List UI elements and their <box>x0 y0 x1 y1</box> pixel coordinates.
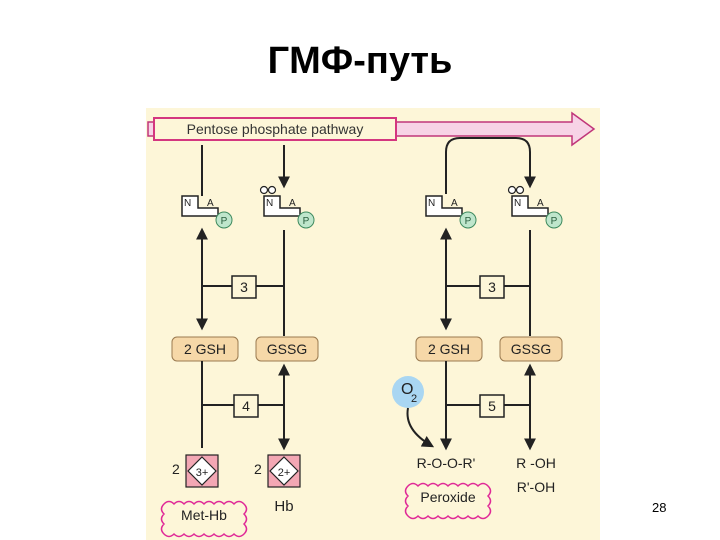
svg-text:3: 3 <box>488 279 496 295</box>
methb-heme: 2 3+ <box>172 454 219 488</box>
svg-text:GSSG: GSSG <box>511 341 551 357</box>
svg-text:2: 2 <box>254 461 262 477</box>
hb-heme: 2 2+ <box>254 454 301 488</box>
pathway-label-box <box>153 117 397 141</box>
svg-text:5: 5 <box>488 398 496 414</box>
gssg-box-right <box>499 336 563 362</box>
svg-text:P: P <box>551 216 558 227</box>
hb-label: Hb <box>274 498 293 515</box>
gsh-box-right <box>415 336 483 362</box>
rooR-label: R-O-O-R' <box>417 455 476 471</box>
svg-text:3: 3 <box>240 279 248 295</box>
svg-text:P: P <box>465 216 472 227</box>
nadp-oxidized-left: N A P <box>181 195 233 229</box>
peroxide-label: Peroxide <box>420 489 475 505</box>
oxygen-label: O <box>401 381 413 398</box>
enzyme-step-3-right <box>479 275 505 299</box>
oxygen-bubble <box>392 376 424 408</box>
enzyme-step-3-left <box>231 275 257 299</box>
svg-text:N: N <box>184 198 191 209</box>
svg-text:A: A <box>451 198 458 209</box>
svg-text:N: N <box>514 198 521 209</box>
svg-text:3+: 3+ <box>196 467 209 479</box>
svg-text:P: P <box>303 216 310 227</box>
svg-text:GSSG: GSSG <box>267 341 307 357</box>
enzyme-step-5-right <box>479 394 505 418</box>
nadph-reduced-left: N A P <box>259 185 315 229</box>
methb-wavy-frame <box>160 500 248 538</box>
nadp-oxidized-right: N A P <box>425 195 477 229</box>
svg-text:2 GSH: 2 GSH <box>428 341 470 357</box>
roh-label: R -OH <box>516 455 556 471</box>
svg-text:N: N <box>428 198 435 209</box>
svg-text:A: A <box>207 198 214 209</box>
page-number: 28 <box>652 500 667 515</box>
r2oh-label: R'-OH <box>517 479 555 495</box>
peroxide-wavy-frame <box>404 482 492 520</box>
methb-label: Met-Hb <box>181 507 227 523</box>
right-panel: N A P N A P 3 2 GSH GSSG 5 <box>392 137 563 520</box>
svg-text:4: 4 <box>242 398 250 414</box>
svg-text:P: P <box>221 216 228 227</box>
ppp-diagram: Pentose phosphate pathway N A P N A P 3 <box>146 108 600 540</box>
slide-title: ГМФ-путь <box>267 40 453 82</box>
diagram-panel: Pentose phosphate pathway N A P N A P 3 <box>146 108 600 540</box>
pathway-label: Pentose phosphate pathway <box>187 121 364 137</box>
nadph-reduced-right: N A P <box>507 185 563 229</box>
svg-text:A: A <box>537 198 544 209</box>
svg-text:2: 2 <box>172 461 180 477</box>
svg-text:2+: 2+ <box>278 467 291 479</box>
svg-text:2: 2 <box>411 393 417 405</box>
gssg-box-left <box>255 336 319 362</box>
svg-text:2 GSH: 2 GSH <box>184 341 226 357</box>
gsh-box-left <box>171 336 239 362</box>
left-panel: N A P N A P 3 2 GSH GSSG 4 <box>160 145 319 538</box>
svg-text:A: A <box>289 198 296 209</box>
svg-text:N: N <box>266 198 273 209</box>
enzyme-step-4-left <box>233 394 259 418</box>
